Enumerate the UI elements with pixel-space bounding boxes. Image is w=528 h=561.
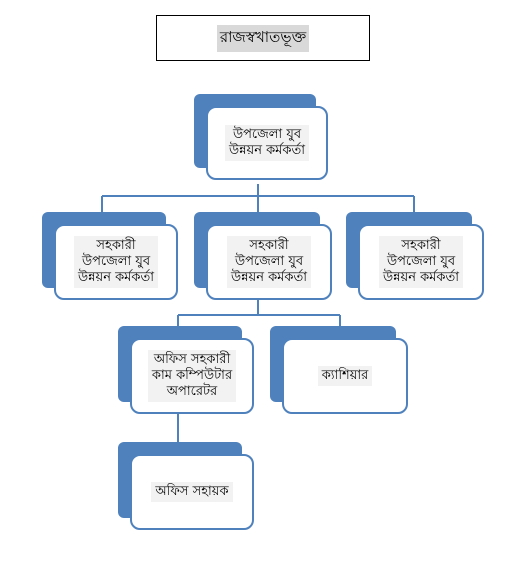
node-office-assistant-computer-operator-label: অফিস সহকারী কাম কম্পিউটার অপারেটর xyxy=(147,350,237,402)
node-office-assistant-label: অফিস সহায়ক xyxy=(151,482,233,502)
node-upazila-youth-officer-label: উপজেলা যুব উন্নয়ন কর্মকর্তা xyxy=(224,125,310,161)
node-assistant-officer-center-label: সহকারী উপজেলা যুব উন্নয়ন কর্মকর্তা xyxy=(226,236,312,288)
chart-title-box: রাজস্বখাতভূক্ত xyxy=(156,15,370,61)
chart-title: রাজস্বখাতভূক্ত xyxy=(216,24,310,52)
node-assistant-officer-left-label: সহকারী উপজেলা যুব উন্নয়ন কর্মকর্তা xyxy=(73,236,159,288)
node-cashier-label: ক্যাশিয়ার xyxy=(317,366,373,386)
node-assistant-officer-right-label: সহকারী উপজেলা যুব উন্নয়ন কর্মকর্তা xyxy=(378,236,464,288)
